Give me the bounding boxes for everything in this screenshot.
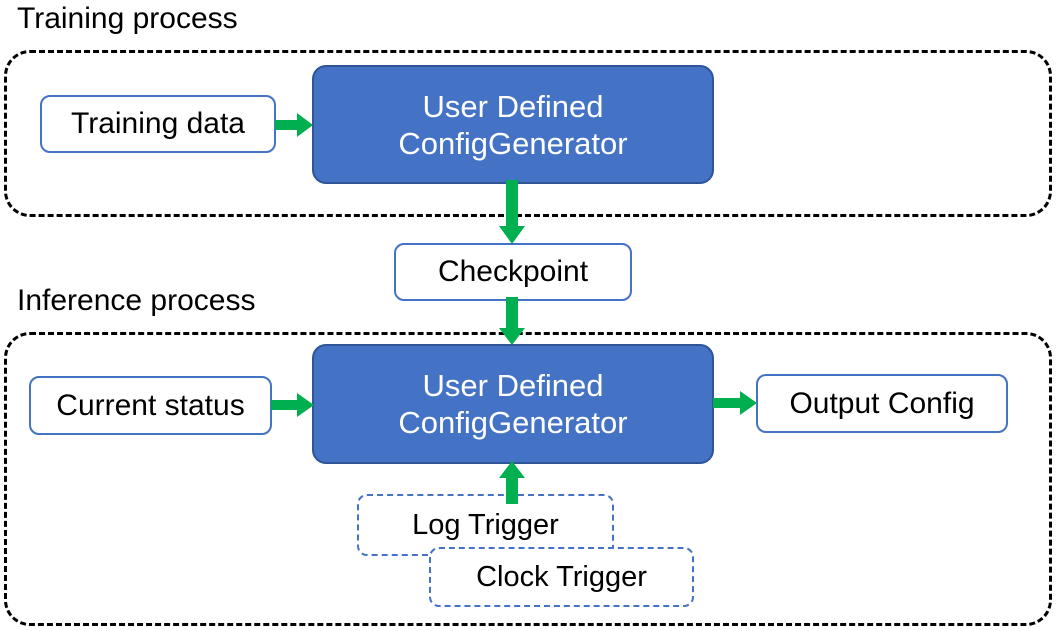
output-config-box[interactable]: Output Config [756,374,1008,433]
arrow-trigger-to-generator-icon [497,461,527,505]
arrow-generator-to-checkpoint-icon [497,180,527,246]
clock-trigger-box[interactable]: Clock Trigger [429,547,694,607]
inference-process-title: Inference process [17,284,256,317]
arrow-generator-to-output-config-icon [713,388,759,418]
log-trigger-box[interactable]: Log Trigger [357,494,614,556]
checkpoint-box[interactable]: Checkpoint [394,243,632,301]
inference-config-generator-line2: ConfigGenerator [398,405,628,440]
arrow-current-status-to-generator-icon [271,390,316,420]
arrow-checkpoint-to-generator-icon [497,297,527,347]
training-data-box[interactable]: Training data [40,95,276,153]
inference-process-container [4,332,1052,626]
training-config-generator-line1: User Defined [422,88,604,124]
training-process-container [4,50,1052,217]
training-config-generator-line2: ConfigGenerator [398,125,628,161]
inference-config-generator-box[interactable]: User Defined ConfigGenerator [312,344,714,464]
current-status-box[interactable]: Current status [29,376,272,435]
training-process-title: Training process [17,2,238,35]
training-config-generator-box[interactable]: User Defined ConfigGenerator [312,65,714,184]
arrow-training-data-to-generator-icon [275,110,315,140]
inference-config-generator-line1: User Defined [422,368,604,403]
